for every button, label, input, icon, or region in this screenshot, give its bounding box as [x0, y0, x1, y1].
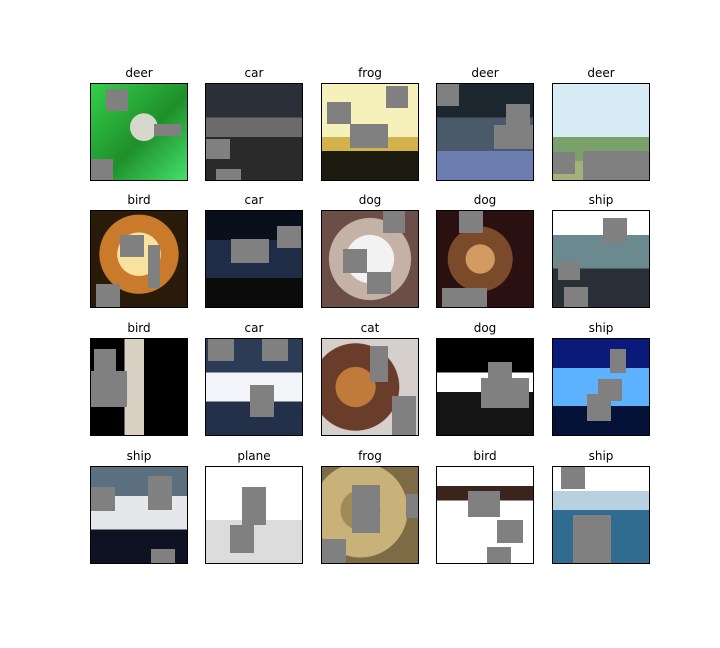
occlusion-patch — [262, 339, 288, 361]
image-label: ship — [588, 193, 614, 207]
image-label: deer — [125, 66, 153, 80]
occlusion-patch — [468, 491, 500, 517]
occlusion-patch — [343, 249, 367, 273]
thumbnail — [205, 83, 303, 181]
image-label: bird — [127, 193, 151, 207]
occlusion-patch — [553, 152, 575, 174]
thumbnail — [321, 210, 419, 308]
thumbnail — [552, 338, 650, 436]
thumbnail — [552, 466, 650, 564]
occlusion-patch — [106, 89, 128, 111]
occlusion-patch — [230, 525, 254, 553]
image-label: deer — [471, 66, 499, 80]
occlusion-patch — [573, 515, 611, 563]
occlusion-patch — [154, 124, 181, 136]
image-label: dog — [473, 321, 497, 335]
thumbnail — [205, 466, 303, 564]
thumbnail — [321, 338, 419, 436]
thumbnail — [436, 210, 534, 308]
occlusion-patch — [386, 86, 408, 108]
image-label: dog — [473, 193, 497, 207]
occlusion-patch — [148, 245, 160, 288]
image-label: car — [244, 321, 264, 335]
occlusion-patch — [587, 394, 611, 421]
occlusion-patch — [216, 169, 241, 180]
occlusion-patch — [564, 287, 588, 307]
occlusion-patch — [558, 261, 580, 280]
occlusion-patch — [442, 288, 487, 307]
image-label: frog — [358, 449, 382, 463]
occlusion-patch — [561, 467, 585, 489]
occlusion-patch — [148, 476, 172, 510]
thumbnail — [436, 466, 534, 564]
image-label: cat — [360, 321, 380, 335]
occlusion-patch — [437, 84, 459, 106]
occlusion-patch — [322, 539, 346, 563]
image-label: car — [244, 66, 264, 80]
occlusion-patch — [250, 385, 274, 417]
thumbnail — [90, 338, 188, 436]
image-label: bird — [127, 321, 151, 335]
thumbnail — [90, 83, 188, 181]
image-label: plane — [237, 449, 271, 463]
image-label: car — [244, 193, 264, 207]
image-label: ship — [588, 449, 614, 463]
thumbnail — [90, 466, 188, 564]
occlusion-patch — [208, 339, 234, 361]
occlusion-patch — [91, 487, 115, 511]
occlusion-patch — [383, 211, 405, 233]
thumbnail — [321, 83, 419, 181]
occlusion-patch — [352, 485, 380, 533]
occlusion-patch — [459, 211, 483, 233]
occlusion-patch — [91, 371, 127, 407]
occlusion-patch — [392, 414, 416, 435]
thumbnail — [90, 210, 188, 308]
occlusion-patch — [603, 218, 627, 243]
occlusion-patch — [610, 349, 626, 373]
thumbnail — [205, 210, 303, 308]
occlusion-patch — [367, 272, 391, 294]
occlusion-patch — [487, 547, 511, 563]
occlusion-patch — [120, 235, 144, 257]
image-label: frog — [358, 66, 382, 80]
thumbnail — [552, 83, 650, 181]
occlusion-patch — [327, 102, 351, 124]
image-label: ship — [126, 449, 152, 463]
occlusion-patch — [488, 362, 512, 382]
occlusion-patch — [231, 239, 269, 263]
image-label: bird — [473, 449, 497, 463]
occlusion-patch — [206, 139, 230, 159]
occlusion-patch — [350, 124, 388, 148]
occlusion-patch — [497, 520, 523, 543]
occlusion-patch — [94, 349, 116, 371]
occlusion-patch — [151, 549, 175, 563]
occlusion-patch — [277, 226, 301, 248]
image-label: dog — [358, 193, 382, 207]
occlusion-patch — [91, 159, 113, 180]
thumbnail — [436, 338, 534, 436]
occlusion-patch — [583, 151, 649, 180]
thumbnail — [436, 83, 534, 181]
thumbnail — [205, 338, 303, 436]
image-label: deer — [587, 66, 615, 80]
occlusion-patch — [242, 487, 266, 525]
image-label: ship — [588, 321, 614, 335]
occlusion-patch — [481, 378, 529, 408]
occlusion-patch — [96, 284, 120, 307]
thumbnail — [321, 466, 419, 564]
thumbnail — [552, 210, 650, 308]
occlusion-patch — [392, 396, 416, 418]
occlusion-patch — [494, 125, 533, 149]
occlusion-patch — [406, 494, 418, 518]
occlusion-patch — [370, 346, 388, 382]
